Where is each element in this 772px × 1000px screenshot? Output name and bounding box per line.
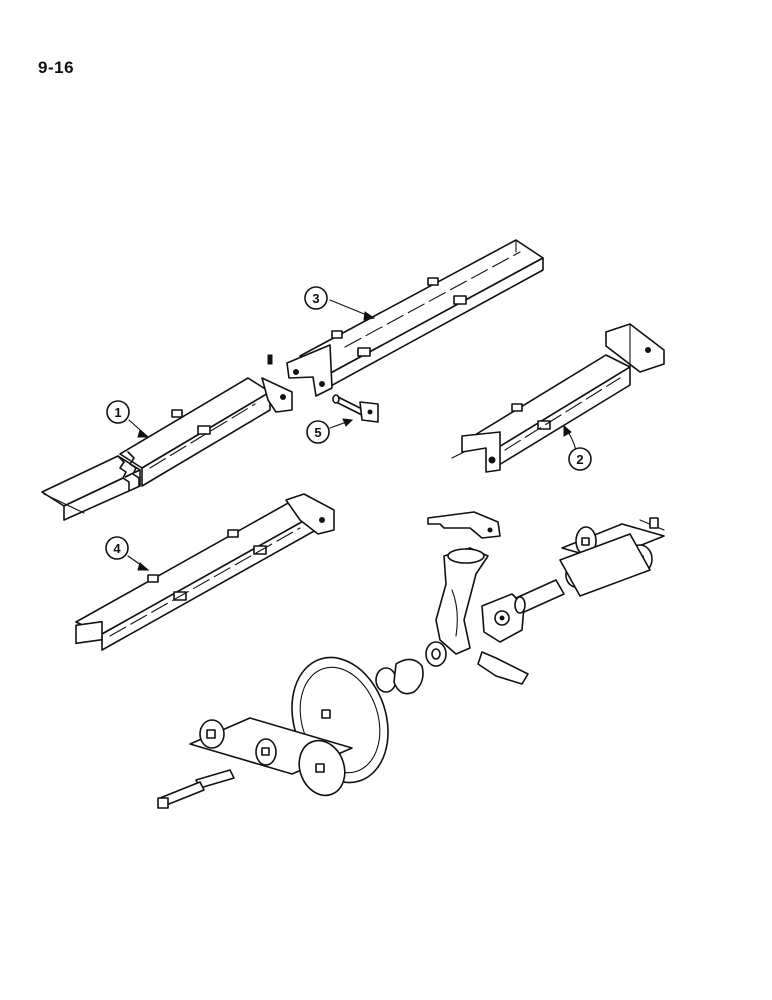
- callout-5: 5: [306, 418, 354, 444]
- callout-4: 4: [105, 536, 150, 571]
- pin-part-5: [332, 394, 379, 423]
- callout-label-1: 1: [114, 405, 121, 420]
- callout-1: 1: [106, 400, 150, 438]
- callout-label-4: 4: [113, 541, 121, 556]
- beam-part-1: [41, 354, 293, 521]
- disc-assembly: [157, 511, 665, 809]
- callout-label-3: 3: [312, 291, 319, 306]
- beam-part-4: [75, 493, 335, 651]
- callout-label-2: 2: [576, 452, 583, 467]
- callout-label-5: 5: [314, 425, 321, 440]
- callout-2: 2: [563, 424, 592, 471]
- callout-3: 3: [304, 286, 376, 321]
- page-number: 9-16: [38, 58, 75, 77]
- beam-part-2: [451, 323, 665, 473]
- beam-part-3: [286, 239, 544, 397]
